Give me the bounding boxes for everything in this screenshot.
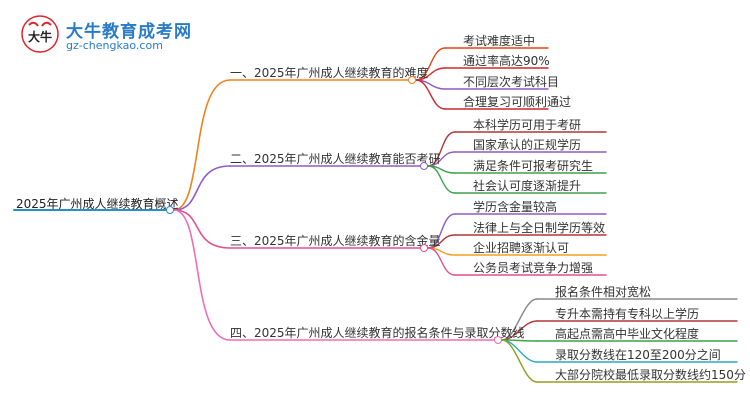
bull-logo-icon: 大牛 bbox=[21, 15, 59, 53]
svg-text:大牛: 大牛 bbox=[28, 29, 52, 44]
leaf-2-1-label[interactable]: 本科学历可用于考研 bbox=[473, 118, 582, 132]
leaf-1-2-label[interactable]: 通过率高达90% bbox=[463, 54, 550, 68]
root-collapse-toggle[interactable] bbox=[166, 206, 174, 214]
branch-connector-1 bbox=[173, 79, 231, 211]
leaf-4-2-label[interactable]: 专升本需持有专科以上学历 bbox=[555, 307, 700, 321]
branch-4-label[interactable]: 四、2025年广州成人继续教育的报名条件与录取分数线 bbox=[230, 326, 525, 340]
leaf-4-5-label[interactable]: 大部分院校最低录取分数线约150分 bbox=[555, 368, 746, 382]
branch-2-label[interactable]: 二、2025年广州成人继续教育能否考研 bbox=[230, 152, 441, 166]
site-name: 大牛教育成考网 bbox=[66, 22, 192, 42]
leaf-connector-1-4 bbox=[415, 79, 446, 110]
branch-connector-4 bbox=[173, 209, 231, 341]
branch-3-collapse-toggle[interactable] bbox=[420, 244, 428, 252]
leaf-connector-4-5 bbox=[501, 339, 538, 383]
branch-1-label[interactable]: 一、2025年广州成人继续教育的难度 bbox=[230, 66, 429, 80]
leaf-connector-2-4 bbox=[427, 165, 456, 194]
branch-connector-2 bbox=[173, 165, 231, 211]
leaf-3-4-label[interactable]: 公务员考试竞争力增强 bbox=[473, 261, 594, 275]
leaf-connector-3-4 bbox=[427, 247, 456, 276]
leaf-1-1-label[interactable]: 考试难度适中 bbox=[463, 34, 536, 48]
branch-3-label[interactable]: 三、2025年广州成人继续教育的含金量 bbox=[230, 234, 441, 248]
leaf-3-2-label[interactable]: 法律上与全日制学历等效 bbox=[473, 221, 606, 235]
leaf-2-3-label[interactable]: 满足条件可报考研究生 bbox=[473, 159, 594, 173]
leaf-connector-4-4 bbox=[501, 339, 538, 363]
site-logo[interactable]: 大牛 大牛教育成考网 gz-chengkao.com bbox=[20, 14, 210, 54]
leaf-4-3-label[interactable]: 高起点需高中毕业文化程度 bbox=[555, 327, 700, 341]
leaf-4-1-label[interactable]: 报名条件相对宽松 bbox=[555, 285, 652, 299]
branch-1-collapse-toggle[interactable] bbox=[408, 76, 416, 84]
leaf-2-4-label[interactable]: 社会认可度逐渐提升 bbox=[473, 179, 582, 193]
site-url: gz-chengkao.com bbox=[66, 39, 163, 52]
leaf-connector-3-1 bbox=[427, 213, 456, 249]
leaf-connector-2-1 bbox=[427, 131, 456, 167]
branch-connector-3 bbox=[173, 209, 231, 249]
leaf-3-3-label[interactable]: 企业招聘逐渐认可 bbox=[473, 241, 570, 255]
leaf-4-4-label[interactable]: 录取分数线在120至200分之间 bbox=[555, 348, 721, 362]
leaf-3-1-label[interactable]: 学历含金量较高 bbox=[473, 200, 558, 214]
leaf-1-4-label[interactable]: 合理复习可顺利通过 bbox=[463, 95, 572, 109]
leaf-1-3-label[interactable]: 不同层次考试科目 bbox=[463, 75, 560, 89]
root-topic[interactable]: 2025年广州成人继续教育概述 bbox=[16, 197, 179, 211]
branch-4-collapse-toggle[interactable] bbox=[494, 336, 502, 344]
branch-2-collapse-toggle[interactable] bbox=[420, 162, 428, 170]
leaf-2-2-label[interactable]: 国家承认的正规学历 bbox=[473, 138, 582, 152]
